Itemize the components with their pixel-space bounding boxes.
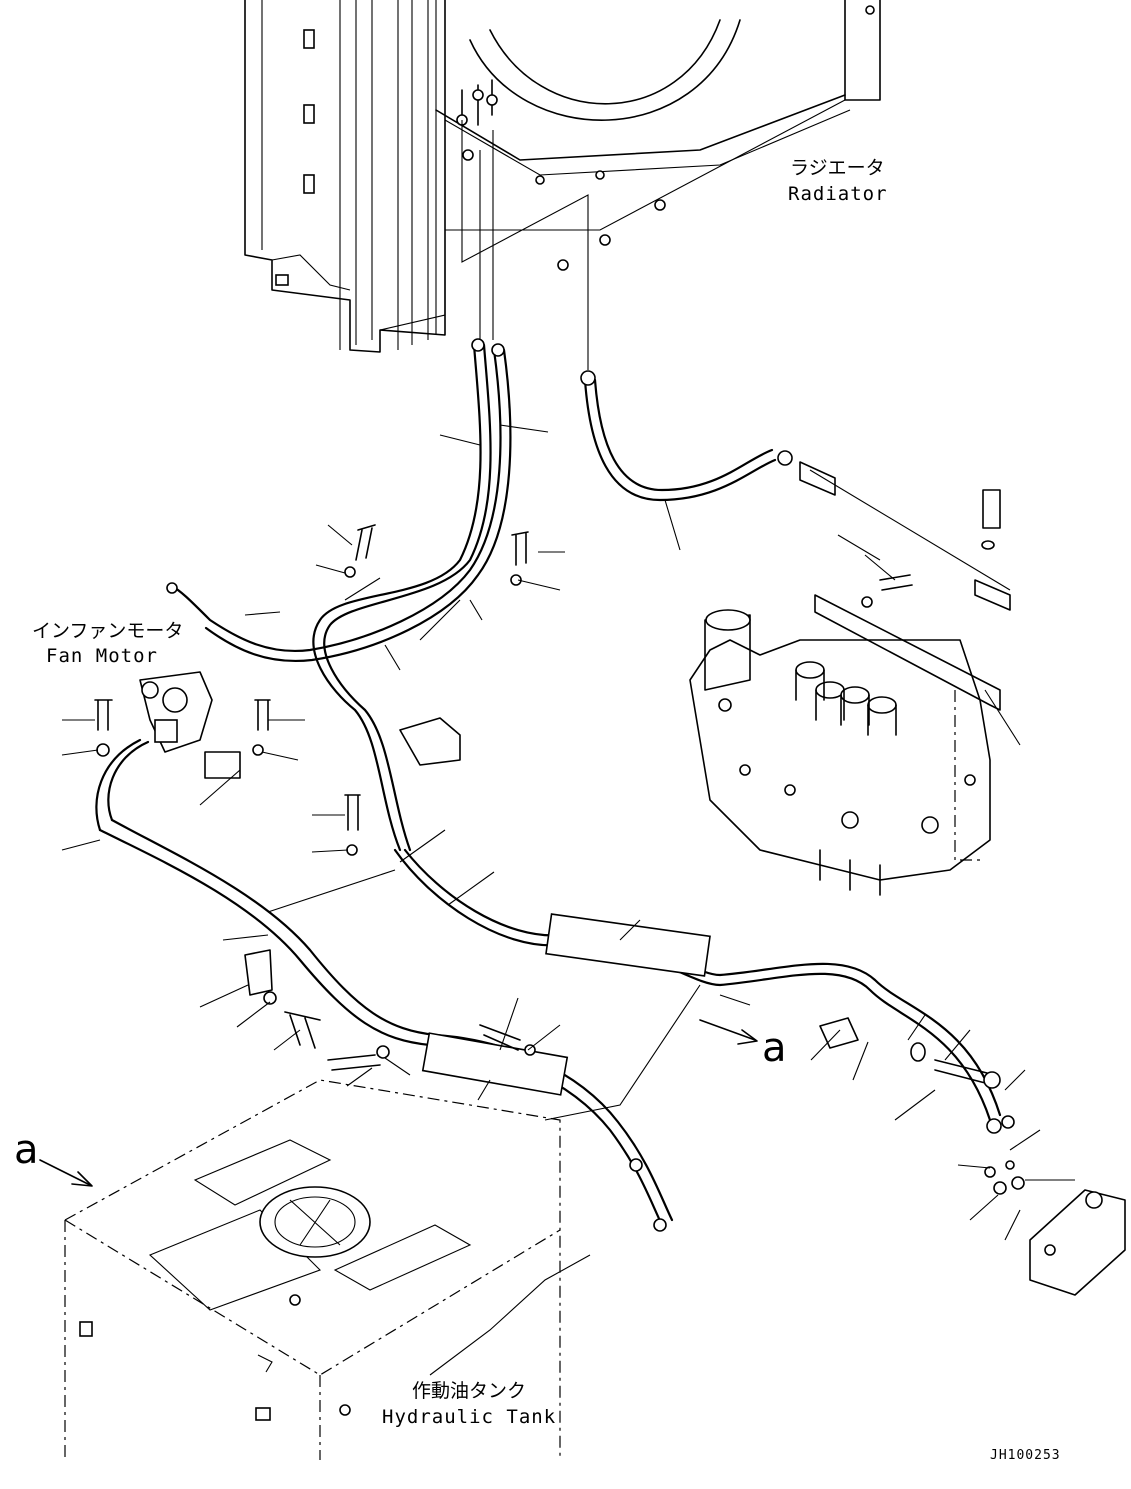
hydraulic-tank-label-en: Hydraulic Tank [382, 1406, 557, 1428]
hose-group-lower [95, 738, 1015, 1232]
leader-lines [61, 524, 1075, 1376]
hydraulic-tank [64, 1079, 561, 1460]
fan-motor-label-jp: インファンモータ [32, 620, 184, 642]
radiator-label-jp: ラジエータ [790, 157, 885, 179]
fan-motor [139, 671, 213, 753]
radiator-label-en: Radiator [788, 183, 888, 205]
radiator-assembly [244, 0, 881, 370]
fan-motor-label-en: Fan Motor [46, 645, 158, 667]
drawing-code: JH100253 [990, 1448, 1061, 1463]
right-fittings [819, 1017, 1126, 1296]
bolts-and-washers [94, 524, 913, 1071]
hose-group-radiator [166, 338, 793, 852]
view-arrows [39, 1019, 758, 1187]
view-arrow-label-right: a [762, 1025, 788, 1071]
hydraulic-tank-label-jp: 作動油タンク [412, 1380, 527, 1402]
control-valve [689, 461, 1011, 896]
view-arrow-label-left: a [14, 1127, 40, 1173]
